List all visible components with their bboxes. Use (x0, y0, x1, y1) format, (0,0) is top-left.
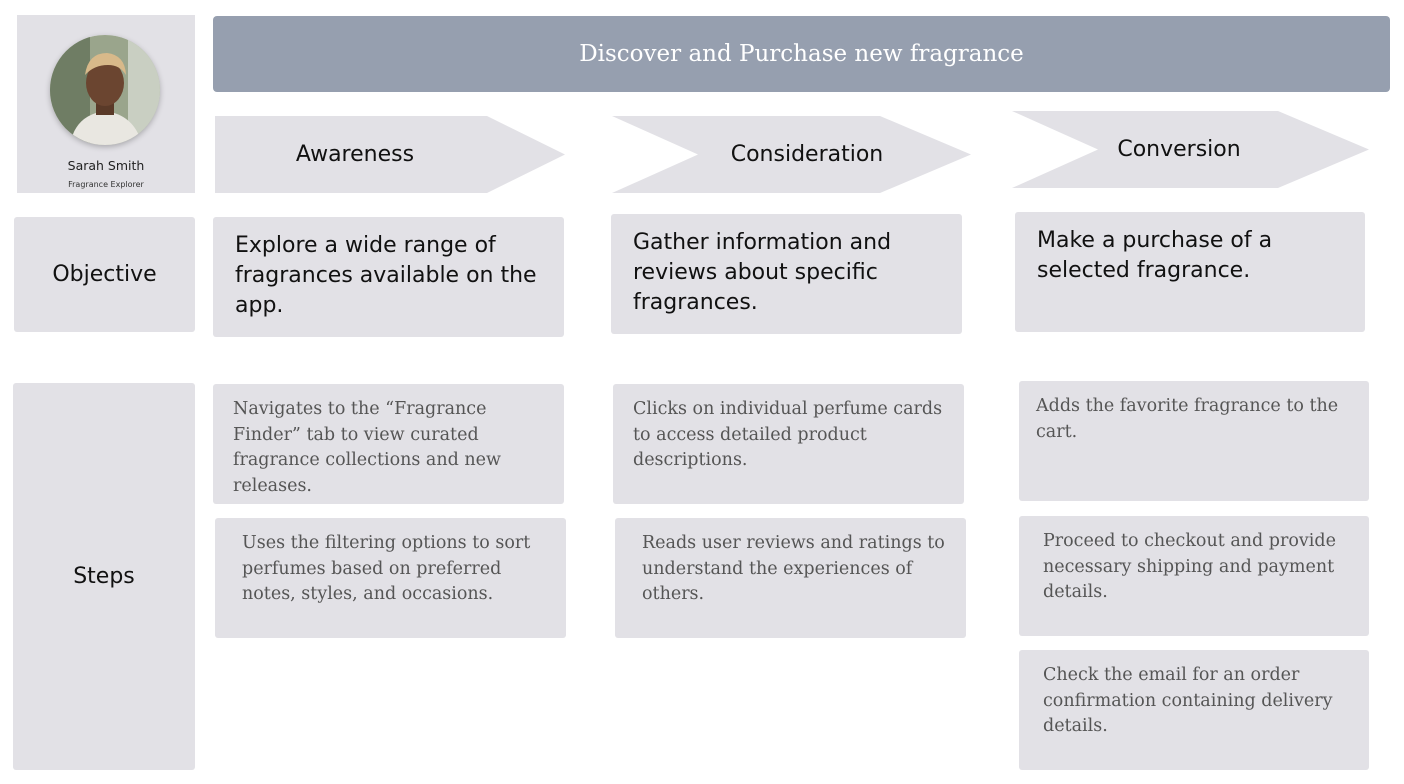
step-awareness-2: Uses the filtering options to sort perfu… (215, 518, 566, 638)
stage-awareness-shape (215, 116, 565, 193)
stage-consideration-shape (612, 116, 971, 193)
row-label-steps: Steps (13, 383, 195, 770)
step-consideration-2: Reads user reviews and ratings to unders… (615, 518, 966, 638)
step-consideration-1: Clicks on individual perfume cards to ac… (613, 384, 964, 504)
objective-awareness: Explore a wide range of fragrances avail… (213, 217, 564, 337)
stage-awareness-label: Awareness (295, 142, 415, 167)
stage-awareness: Awareness (215, 116, 565, 193)
avatar-photo-icon (50, 35, 160, 145)
journey-title: Discover and Purchase new fragrance (213, 16, 1390, 92)
objective-conversion: Make a purchase of a selected fragrance. (1015, 212, 1365, 332)
persona-card: Sarah Smith Fragrance Explorer (17, 15, 195, 193)
stage-conversion: Conversion (1012, 111, 1369, 188)
avatar (50, 35, 160, 145)
row-label-objective: Objective (14, 217, 195, 332)
stage-consideration-label: Consideration (730, 142, 884, 167)
stage-conversion-shape (1012, 111, 1369, 188)
step-conversion-3: Check the email for an order confirmatio… (1019, 650, 1369, 770)
step-conversion-1: Adds the favorite fragrance to the cart. (1019, 381, 1369, 501)
step-awareness-1: Navigates to the “Fragrance Finder” tab … (213, 384, 564, 504)
objective-consideration: Gather information and reviews about spe… (611, 214, 962, 334)
persona-role: Fragrance Explorer (68, 180, 144, 189)
step-conversion-2: Proceed to checkout and provide necessar… (1019, 516, 1369, 636)
stage-consideration: Consideration (612, 116, 971, 193)
persona-name: Sarah Smith (67, 158, 145, 173)
stage-conversion-label: Conversion (1117, 137, 1241, 162)
